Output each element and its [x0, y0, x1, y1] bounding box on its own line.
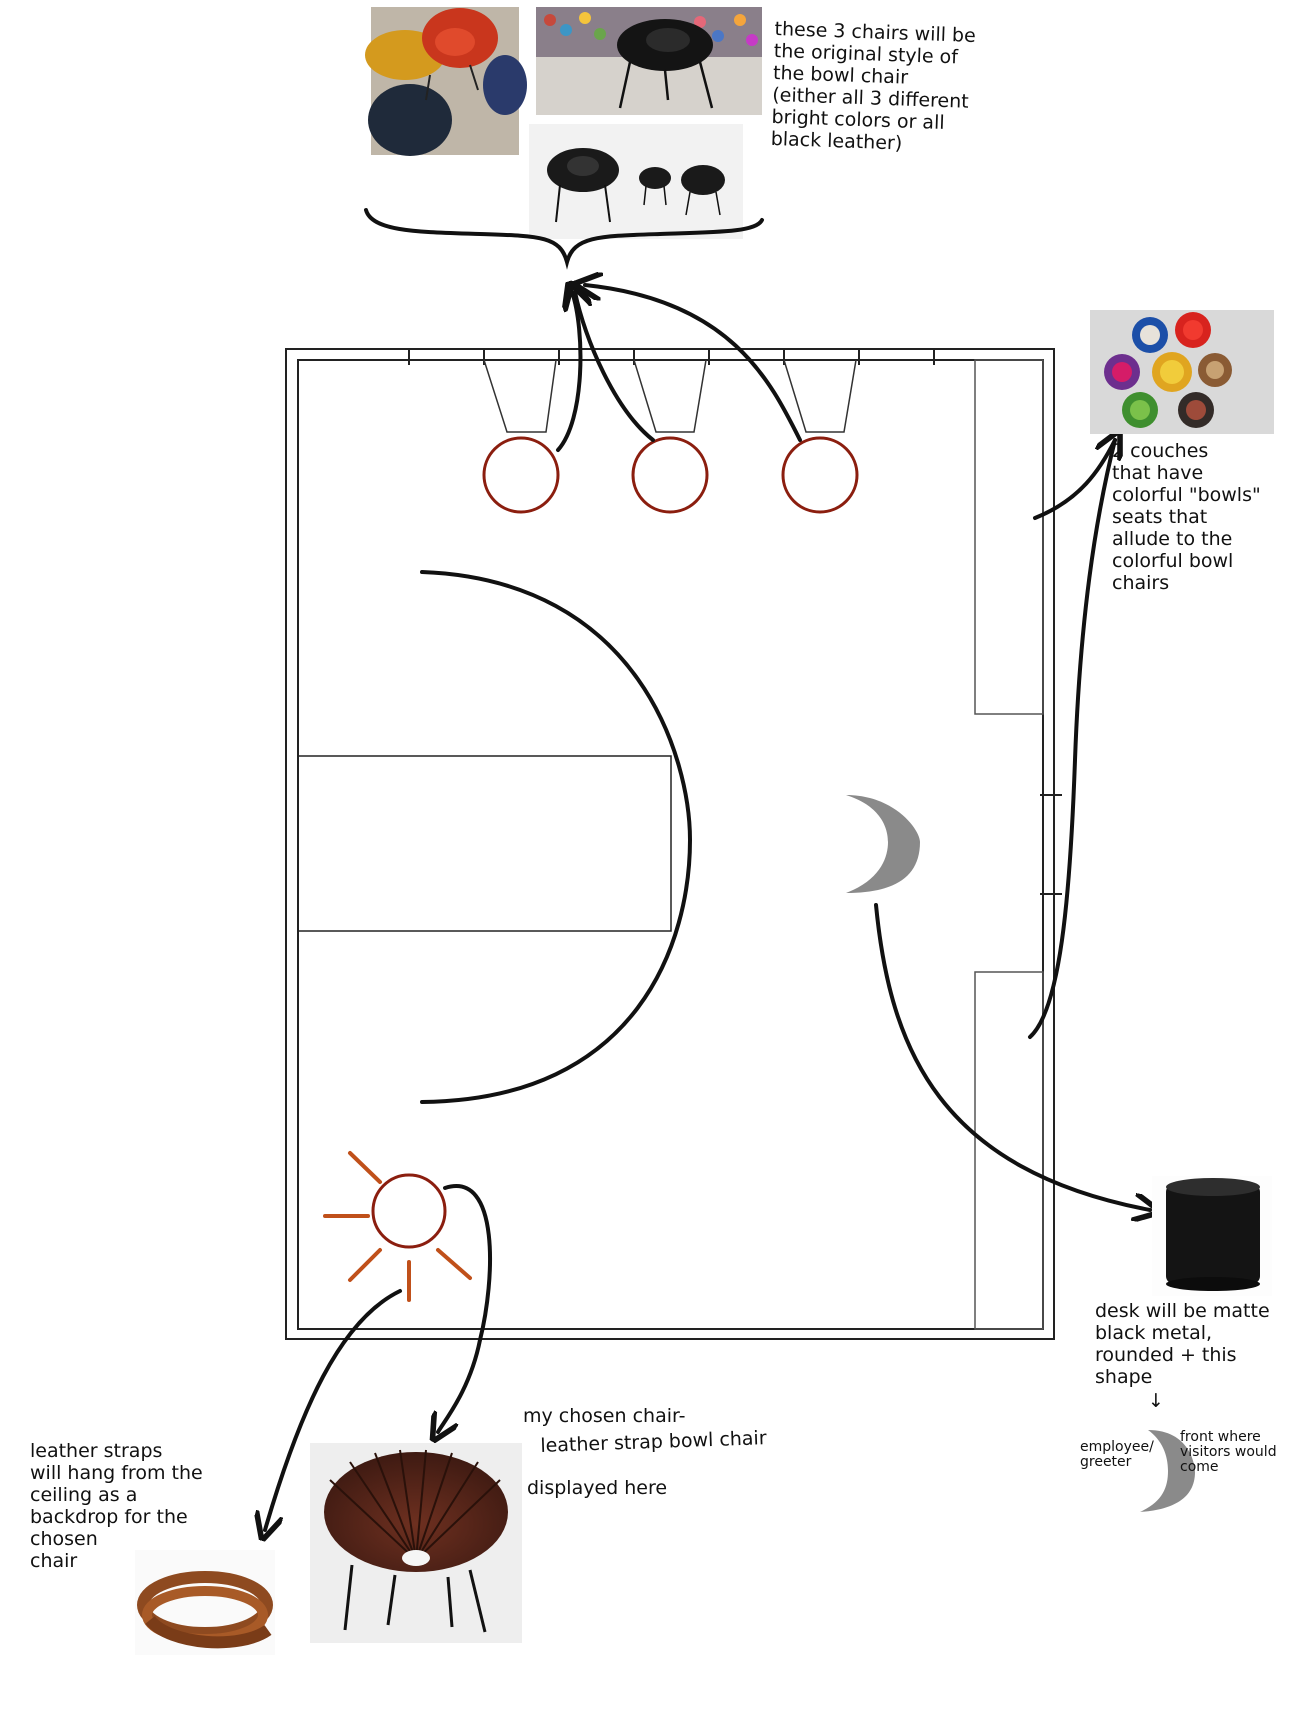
chosen-chair-sun-icon [323, 1151, 472, 1302]
bowl-chair-2 [631, 436, 709, 514]
note-chosen-chair-line1: my chosen chair- [523, 1405, 686, 1427]
room-plan [285, 348, 1062, 1340]
bowl-couch-photo [1090, 310, 1274, 434]
leather-straps-photo [135, 1550, 275, 1655]
brace [364, 208, 764, 270]
note-desk: desk will be matte black metal, rounded … [1095, 1300, 1270, 1388]
note-employee: employee/ greeter [1080, 1439, 1154, 1470]
bowl-chair-3 [781, 436, 859, 514]
note-chosen-chair-line3: displayed here [527, 1477, 668, 1499]
platform [297, 755, 672, 932]
note-desk-arrow: ↓ [1148, 1390, 1164, 1412]
note-front: front where visitors would come [1180, 1429, 1277, 1475]
note-couches: 2 couches that have colorful "bowls" sea… [1112, 440, 1261, 594]
couch-top [974, 359, 1044, 715]
couch-bottom [974, 971, 1044, 1330]
annotation-arrows [265, 285, 1150, 1530]
desk-shape-legend-crescent [1140, 1430, 1195, 1512]
note-leather-straps: leather straps will hang from the ceilin… [30, 1440, 203, 1572]
leather-strap-chair-photo [310, 1443, 522, 1643]
bowl-chair-photo-black-store [536, 7, 762, 115]
arc-wall [420, 570, 693, 1104]
note-three-chairs: these 3 chairs will be the original styl… [770, 18, 977, 155]
bowl-chairs-photo-black-trio [529, 124, 743, 239]
bowl-chair-1 [482, 436, 560, 514]
desk-photo [1152, 1176, 1272, 1296]
desk-crescent [846, 795, 920, 893]
bowl-chairs-photo-colorful [365, 7, 527, 156]
